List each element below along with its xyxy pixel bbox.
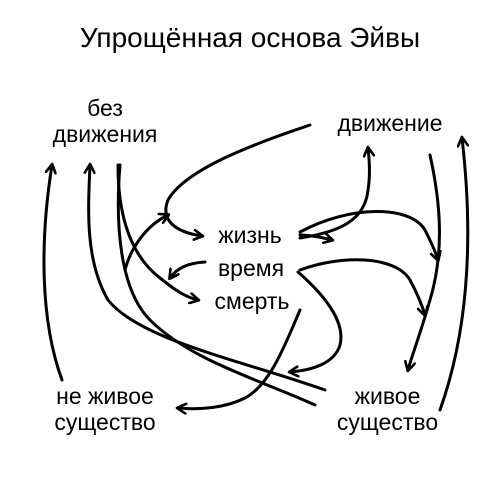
edge-nezhivoe-to-bez-dvizheniya — [42, 165, 64, 382]
edge-zhivoe-to-bez-dvizheniya — [89, 165, 327, 392]
node-text: жизнь — [218, 222, 282, 248]
edge-far-right-up — [438, 138, 470, 412]
node-vremya: время — [198, 255, 304, 281]
edge-into-zhizn-loop — [123, 215, 168, 272]
node-zhivoe-sushchestvo: живое существо — [305, 383, 470, 435]
edge-inner-left-long — [116, 163, 317, 407]
node-text: смерть — [214, 288, 290, 314]
node-dvizhenie: движение — [310, 110, 470, 136]
node-ne-zhivoe-sushchestvo: не живое существо — [30, 383, 180, 435]
node-text: существо — [336, 409, 439, 435]
edge-smert-to-nezhivoe — [178, 308, 302, 409]
edge-vremya-left — [170, 260, 207, 278]
node-text: существо — [54, 409, 156, 435]
node-zhizn: жизнь — [200, 222, 300, 248]
node-text: без — [87, 95, 123, 121]
edge-bez-dvizheniya-to-smert — [116, 163, 198, 300]
edge-zhizn-to-dvizhenie — [298, 148, 370, 240]
diagram-title: Упрощённая основа Эйвы — [79, 22, 421, 53]
node-text: время — [217, 255, 285, 281]
edge-right-column-to-zhivoe — [408, 153, 441, 370]
edge-zhizn-curve-right — [298, 210, 438, 260]
edge-vremya-down — [290, 270, 343, 372]
edge-vremya-curve-right — [298, 258, 425, 315]
node-text: не живое — [56, 383, 154, 409]
node-bez-dvizheniya: без движения — [30, 95, 180, 147]
node-text: живое — [354, 383, 421, 409]
node-smert: смерть — [196, 288, 308, 314]
edge-dvizhenie-to-zhizn — [164, 123, 312, 236]
node-text: движения — [52, 121, 158, 147]
node-text: движение — [337, 110, 443, 136]
